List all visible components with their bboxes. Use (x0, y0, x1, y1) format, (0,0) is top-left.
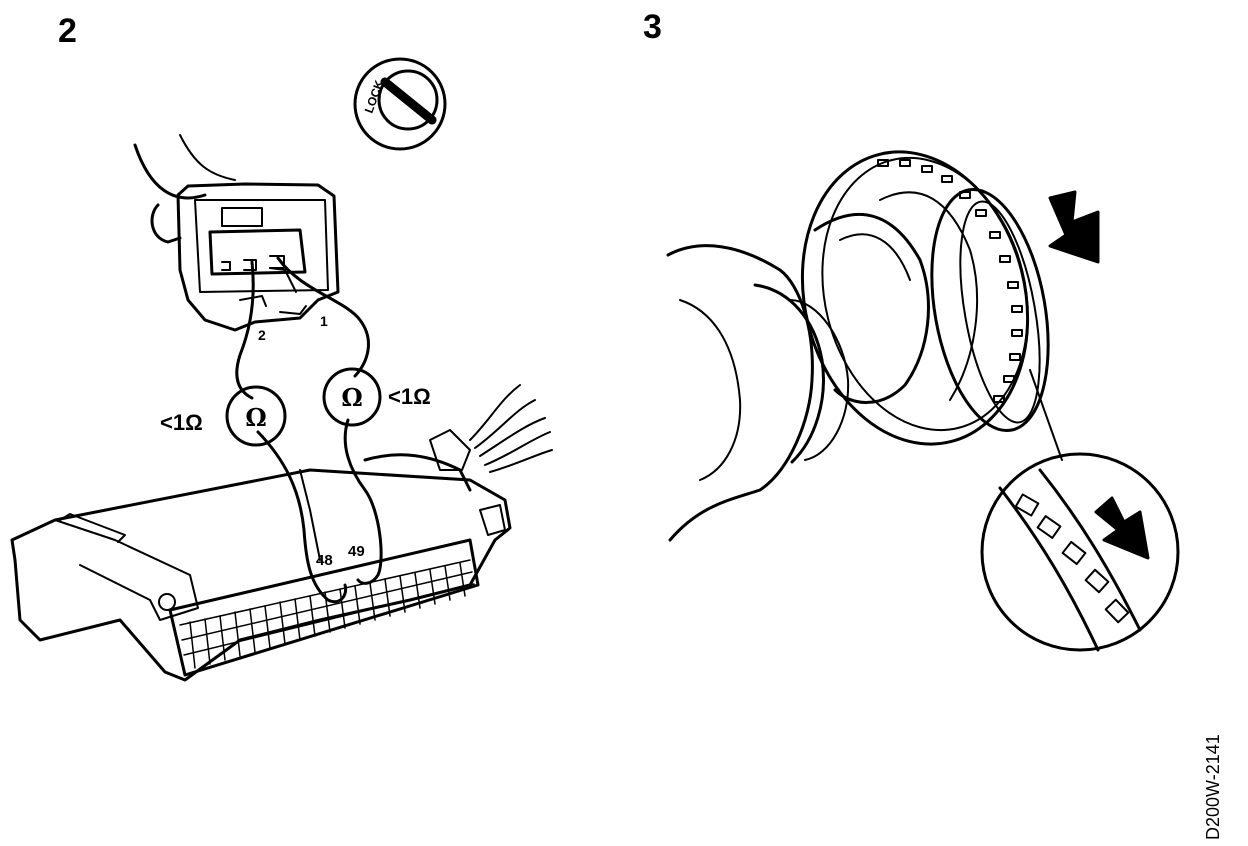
ohmmeter-icon: Ω (322, 367, 382, 427)
control-module (10, 384, 553, 682)
arrow-icon (1048, 190, 1100, 264)
pin-label-2: 2 (258, 327, 266, 343)
reading-right: <1Ω (388, 384, 431, 409)
figure-2-illustration: LOCK 2 1 Ω (10, 57, 553, 682)
reading-left: <1Ω (160, 410, 203, 435)
figure-3-number: 3 (643, 8, 662, 46)
abs-tone-ring (800, 150, 1050, 446)
figure-2-number: 2 (58, 12, 77, 50)
pin-label-1: 1 (320, 313, 328, 329)
sensor-connector (150, 182, 340, 332)
ignition-lock-icon: LOCK (353, 57, 447, 151)
terminal-label-48: 48 (316, 552, 333, 569)
terminal-label-49: 49 (348, 543, 365, 560)
figure-3-illustration (666, 150, 1180, 652)
ohmmeter-left-symbol: Ω (245, 403, 266, 432)
detail-magnifier (980, 452, 1180, 652)
ohmmeter-right-symbol: Ω (341, 383, 362, 412)
ohmmeter-icon: Ω (225, 385, 287, 447)
arrow-icon (1094, 496, 1150, 560)
lock-label: LOCK (362, 78, 387, 115)
